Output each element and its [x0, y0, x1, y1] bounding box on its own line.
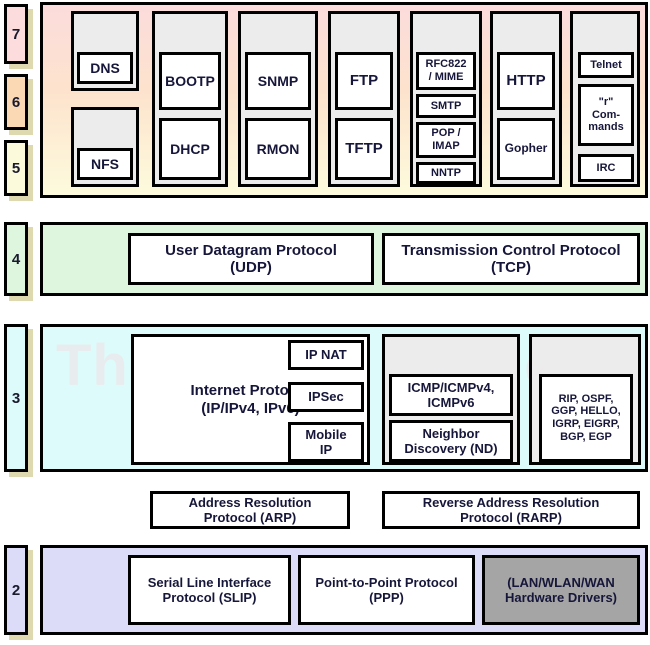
protocol-gopher: Gopher [497, 118, 555, 180]
protocol-snmp: SNMP [245, 52, 311, 110]
protocol-rfc822-mime: RFC822 / MIME [416, 52, 476, 90]
protocol-hardware-drivers: (LAN/WLAN/WAN Hardware Drivers) [482, 555, 640, 625]
protocol-ip-nat: IP NAT [288, 340, 364, 370]
protocol-arp: Address Resolution Protocol (ARP) [150, 491, 350, 529]
layer-number-3: 3 [4, 324, 28, 472]
layer-number-4: 4 [4, 222, 28, 296]
protocol-ppp: Point-to-Point Protocol (PPP) [298, 555, 475, 625]
protocol-dhcp: DHCP [159, 118, 221, 180]
protocol-ftp: FTP [335, 52, 393, 110]
protocol-icmp: ICMP/ICMPv4, ICMPv6 [389, 374, 513, 416]
protocol-pop-imap: POP / IMAP [416, 122, 476, 158]
layer-number-7: 7 [4, 4, 28, 64]
layer-number-2: 2 [4, 545, 28, 635]
protocol-tcp: Transmission Control Protocol (TCP) [382, 233, 640, 285]
protocol-mobile-ip: Mobile IP [288, 422, 364, 462]
protocol-bootp: BOOTP [159, 52, 221, 110]
protocol-irc: IRC [578, 154, 634, 182]
layer-number-6: 6 [4, 74, 28, 130]
layer-number-5: 5 [4, 140, 28, 196]
protocol-dns: DNS [77, 52, 133, 84]
protocol-telnet: Telnet [578, 52, 634, 78]
protocol-slip: Serial Line Interface Protocol (SLIP) [128, 555, 291, 625]
protocol-neighbor-discovery: Neighbor Discovery (ND) [389, 420, 513, 462]
protocol-ipsec: IPSec [288, 382, 364, 412]
protocol-smtp: SMTP [416, 94, 476, 118]
protocol-routing-list: RIP, OSPF, GGP, HELLO, IGRP, EIGRP, BGP,… [539, 374, 633, 462]
protocol-udp: User Datagram Protocol (UDP) [128, 233, 374, 285]
protocol-nfs: NFS [77, 148, 133, 180]
protocol-rarp: Reverse Address Resolution Protocol (RAR… [382, 491, 640, 529]
protocol-http: HTTP [497, 52, 555, 110]
protocol-tftp: TFTP [335, 118, 393, 180]
protocol-nntp: NNTP [416, 162, 476, 184]
protocol-rmon: RMON [245, 118, 311, 180]
protocol-r-commands: "r" Com- mands [578, 84, 634, 146]
